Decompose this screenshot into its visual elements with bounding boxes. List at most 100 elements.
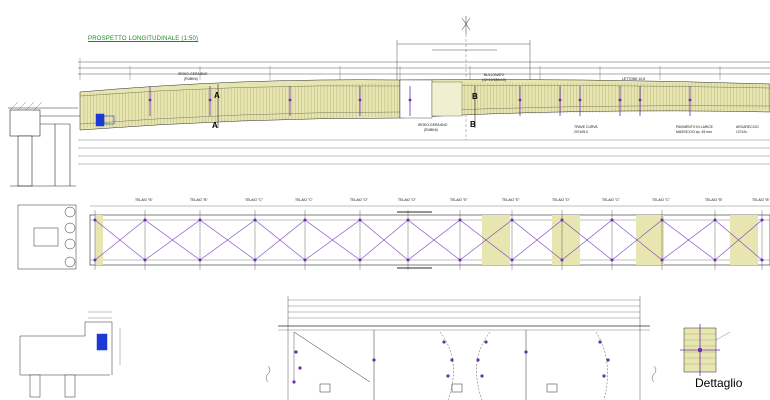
plan-node	[406, 258, 410, 262]
frame-label: TELAIO "B"	[135, 198, 153, 202]
plan-brace	[714, 219, 763, 261]
plan-node	[713, 258, 717, 262]
frame-label: TELAIO "E"	[502, 198, 520, 202]
deck-beam-left	[79, 79, 401, 131]
frame-label: TELAIO "C"	[295, 198, 313, 202]
plan-brace	[611, 219, 663, 261]
callout-pavimento-b: MASSICCIO sp. 45 mm	[676, 130, 712, 134]
plan-node	[198, 258, 202, 262]
plan-node	[610, 218, 614, 222]
callout-trave-curva-b: 207x05.0	[574, 130, 588, 134]
plan-node	[143, 218, 147, 222]
plan-node	[303, 218, 307, 222]
post-node	[558, 98, 562, 102]
plan-node	[198, 218, 202, 222]
frame-label: TELAIO "D"	[350, 198, 368, 202]
frame-label: TELAIO "D"	[398, 198, 416, 202]
north-arrow-icon	[461, 16, 471, 34]
plan-node	[760, 258, 764, 262]
plan-node	[510, 218, 514, 222]
section-node	[298, 366, 302, 370]
plan-brace	[254, 219, 306, 261]
callout-iroko-2b: (RUBINI)	[424, 128, 438, 132]
plan-brace	[407, 219, 461, 261]
frame-label: TELAIO "E"	[450, 198, 468, 202]
left-abutment-plan	[17, 204, 77, 270]
section-node	[480, 374, 484, 378]
plan-brace	[359, 219, 409, 261]
section-mark-b-bottom: B	[470, 120, 476, 129]
section-node	[372, 358, 376, 362]
plan-node	[713, 218, 717, 222]
plan-view	[17, 204, 770, 270]
post-node	[518, 98, 522, 102]
callout-iroko-2: IROKO-GERA 8NO	[418, 123, 448, 127]
plan-brace	[199, 219, 256, 261]
longitudinal-elevation	[8, 16, 770, 187]
section-mark-b-top: B	[472, 92, 478, 101]
post-node	[618, 98, 622, 102]
callout-pavimento: PAVIMENTO IN LARICE	[676, 125, 713, 129]
plan-node	[660, 258, 664, 262]
frame-label: TELAIO "C"	[602, 198, 620, 202]
detail-caption: Dettaglio	[695, 376, 743, 390]
frame-label: TELAIO "B"	[190, 198, 208, 202]
post-node	[288, 98, 292, 102]
section-node	[294, 350, 298, 354]
section-mark-a-top: A	[214, 91, 220, 100]
section-node	[606, 358, 610, 362]
post-node	[148, 98, 152, 102]
callout-iroko-1: IROKO-GERA 8NO	[178, 72, 208, 76]
cross-section	[265, 296, 657, 400]
plan-brace	[561, 219, 613, 261]
section-node	[292, 380, 296, 384]
section-node	[450, 358, 454, 362]
plan-node	[560, 258, 564, 262]
plan-node	[406, 218, 410, 222]
frame-label: TELAIO "B"	[752, 198, 770, 202]
plan-node	[560, 218, 564, 222]
plan-node	[358, 218, 362, 222]
drawing-title: PROSPETTO LONGITUDINALE (1:50)	[88, 36, 199, 42]
callout-arcareccio: ARCARECCIO	[736, 125, 759, 129]
plan-node	[760, 218, 764, 222]
section-node	[484, 340, 488, 344]
post-node	[408, 98, 412, 102]
plan-node	[358, 258, 362, 262]
abutment-section	[19, 311, 121, 398]
section-node	[446, 374, 450, 378]
plan-node	[253, 218, 257, 222]
plan-node	[93, 218, 97, 222]
section-node	[476, 358, 480, 362]
plan-node	[93, 258, 97, 262]
plan-brace	[661, 219, 716, 261]
plan-node	[510, 258, 514, 262]
left-abutment	[8, 101, 80, 187]
section-node	[602, 374, 606, 378]
plan-node	[610, 258, 614, 262]
section-node	[442, 340, 446, 344]
callout-trave-curva: TRAVE CURVA	[574, 125, 598, 129]
section-mark-a-bottom: A	[212, 121, 218, 130]
callout-bullonato-b: (12×10/180x10)	[482, 78, 506, 82]
callout-arcareccio-b: 127x2x	[736, 130, 747, 134]
callout-bullonato: BULLONATO	[484, 73, 505, 77]
post-node	[358, 98, 362, 102]
callout-lettone: LETTONE 10,8	[622, 77, 646, 81]
plan-node	[458, 218, 462, 222]
plan-node	[253, 258, 257, 262]
post-node	[578, 98, 582, 102]
post-node	[638, 98, 642, 102]
post-node	[208, 98, 212, 102]
plan-brace	[144, 219, 201, 261]
frame-label: TELAIO "B"	[705, 198, 723, 202]
frame-label: TELAIO "D"	[552, 198, 570, 202]
section-node	[524, 350, 528, 354]
plan-node	[458, 258, 462, 262]
plan-brace	[511, 219, 563, 261]
plan-brace	[304, 219, 361, 261]
frame-label: TELAIO "C"	[652, 198, 670, 202]
plan-brace	[94, 219, 146, 261]
plan-node	[303, 258, 307, 262]
detail-view	[680, 324, 731, 376]
